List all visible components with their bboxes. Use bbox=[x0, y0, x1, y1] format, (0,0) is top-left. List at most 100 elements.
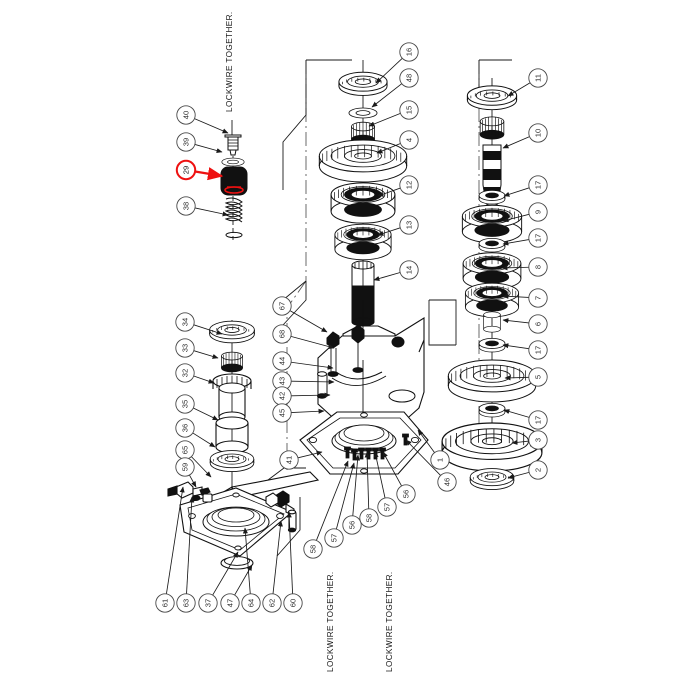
callout-bubble[interactable] bbox=[175, 312, 195, 332]
callout-68[interactable]: 68 bbox=[272, 324, 335, 350]
callout-bubble[interactable] bbox=[528, 410, 548, 430]
callout-bubble[interactable] bbox=[399, 175, 419, 195]
callout-56[interactable]: 56 bbox=[382, 451, 416, 504]
callout-48[interactable]: 48 bbox=[371, 68, 419, 108]
callout-63[interactable]: 63 bbox=[176, 496, 196, 613]
callout-bubble[interactable] bbox=[155, 593, 175, 613]
callout-bubble[interactable] bbox=[528, 288, 548, 308]
callout-33[interactable]: 33 bbox=[175, 338, 219, 359]
callout-17[interactable]: 17 bbox=[503, 409, 548, 430]
callout-1[interactable]: 1 bbox=[417, 429, 450, 470]
callout-56[interactable]: 56 bbox=[342, 454, 362, 535]
callout-bubble[interactable] bbox=[272, 296, 292, 316]
callout-17[interactable]: 17 bbox=[502, 340, 548, 360]
callout-44[interactable]: 44 bbox=[272, 351, 334, 371]
callout-bubble[interactable] bbox=[399, 100, 419, 120]
callout-58[interactable]: 58 bbox=[359, 451, 379, 528]
callout-59[interactable]: 59 bbox=[175, 457, 197, 488]
callout-35[interactable]: 35 bbox=[175, 394, 219, 421]
callout-bubble[interactable] bbox=[377, 497, 397, 517]
callout-bubble[interactable] bbox=[528, 430, 548, 450]
callout-41[interactable]: 41 bbox=[279, 450, 323, 470]
callout-62[interactable]: 62 bbox=[262, 520, 283, 613]
callout-bubble[interactable] bbox=[528, 228, 548, 248]
callout-65[interactable]: 65 bbox=[175, 440, 212, 478]
callout-bubble[interactable] bbox=[272, 351, 292, 371]
callout-37[interactable]: 37 bbox=[198, 551, 239, 613]
callout-16[interactable]: 16 bbox=[375, 42, 419, 84]
callout-58[interactable]: 58 bbox=[303, 460, 349, 559]
callout-bubble[interactable] bbox=[430, 450, 450, 470]
callout-bubble[interactable] bbox=[279, 450, 299, 470]
callout-11[interactable]: 11 bbox=[507, 68, 548, 97]
callout-bubble[interactable] bbox=[175, 338, 195, 358]
callout-bubble[interactable] bbox=[528, 460, 548, 480]
callout-3[interactable]: 3 bbox=[511, 430, 548, 450]
callout-bubble[interactable] bbox=[528, 340, 548, 360]
callout-bubble[interactable] bbox=[528, 123, 548, 143]
callout-57[interactable]: 57 bbox=[324, 462, 356, 548]
callout-bubble[interactable] bbox=[175, 457, 195, 477]
callout-bubble[interactable] bbox=[175, 363, 195, 383]
callout-2[interactable]: 2 bbox=[507, 460, 548, 480]
callout-17[interactable]: 17 bbox=[502, 228, 548, 248]
callout-12[interactable]: 12 bbox=[377, 175, 419, 197]
callout-38[interactable]: 38 bbox=[176, 196, 229, 217]
callout-9[interactable]: 9 bbox=[502, 202, 548, 223]
callout-bubble[interactable] bbox=[342, 515, 362, 535]
callout-bubble[interactable] bbox=[399, 130, 419, 150]
callout-67[interactable]: 67 bbox=[272, 296, 328, 333]
callout-45[interactable]: 45 bbox=[272, 403, 325, 423]
callout-42[interactable]: 42 bbox=[272, 386, 331, 406]
callout-bubble[interactable] bbox=[399, 215, 419, 235]
callout-bubble[interactable] bbox=[272, 324, 292, 344]
callout-bubble[interactable] bbox=[528, 314, 548, 334]
callout-14[interactable]: 14 bbox=[373, 260, 419, 281]
callout-7[interactable]: 7 bbox=[502, 288, 548, 308]
callout-5[interactable]: 5 bbox=[504, 367, 548, 387]
callout-bubble[interactable] bbox=[198, 593, 218, 613]
callout-64[interactable]: 64 bbox=[241, 527, 261, 613]
callout-61[interactable]: 61 bbox=[155, 486, 185, 613]
callout-bubble[interactable] bbox=[528, 68, 548, 88]
callout-bubble[interactable] bbox=[241, 593, 261, 613]
callout-17[interactable]: 17 bbox=[503, 175, 548, 197]
callout-29[interactable]: 29 bbox=[175, 159, 224, 181]
callout-bubble[interactable] bbox=[262, 593, 282, 613]
callout-4[interactable]: 4 bbox=[376, 130, 419, 154]
callout-bubble[interactable] bbox=[175, 418, 195, 438]
callout-bubble[interactable] bbox=[528, 175, 548, 195]
callout-39[interactable]: 39 bbox=[176, 132, 223, 154]
callout-bubble[interactable] bbox=[220, 593, 240, 613]
callout-bubble[interactable] bbox=[176, 132, 196, 152]
callout-bubble[interactable] bbox=[175, 394, 195, 414]
callout-bubble[interactable] bbox=[399, 68, 419, 88]
callout-60[interactable]: 60 bbox=[283, 511, 303, 613]
callout-40[interactable]: 40 bbox=[176, 105, 229, 134]
callout-bubble[interactable] bbox=[176, 196, 196, 216]
callout-57[interactable]: 57 bbox=[373, 451, 397, 517]
callout-47[interactable]: 47 bbox=[220, 564, 253, 613]
callout-bubble[interactable] bbox=[272, 403, 292, 423]
callout-bubble[interactable] bbox=[528, 202, 548, 222]
callout-46[interactable]: 46 bbox=[405, 439, 457, 492]
callout-bubble[interactable] bbox=[175, 159, 197, 181]
callout-10[interactable]: 10 bbox=[502, 123, 548, 149]
callout-bubble[interactable] bbox=[283, 593, 303, 613]
callout-8[interactable]: 8 bbox=[501, 257, 548, 277]
callout-34[interactable]: 34 bbox=[175, 312, 223, 335]
callout-13[interactable]: 13 bbox=[377, 215, 419, 236]
callout-bubble[interactable] bbox=[399, 260, 419, 280]
callout-bubble[interactable] bbox=[396, 484, 416, 504]
callout-bubble[interactable] bbox=[303, 539, 323, 559]
callout-bubble[interactable] bbox=[437, 472, 457, 492]
callout-bubble[interactable] bbox=[176, 105, 196, 125]
callout-15[interactable]: 15 bbox=[368, 100, 419, 127]
callout-bubble[interactable] bbox=[399, 42, 419, 62]
callout-bubble[interactable] bbox=[324, 528, 344, 548]
callout-bubble[interactable] bbox=[528, 367, 548, 387]
callout-6[interactable]: 6 bbox=[502, 314, 548, 334]
callout-bubble[interactable] bbox=[176, 593, 196, 613]
callout-bubble[interactable] bbox=[528, 257, 548, 277]
callout-32[interactable]: 32 bbox=[175, 363, 215, 384]
